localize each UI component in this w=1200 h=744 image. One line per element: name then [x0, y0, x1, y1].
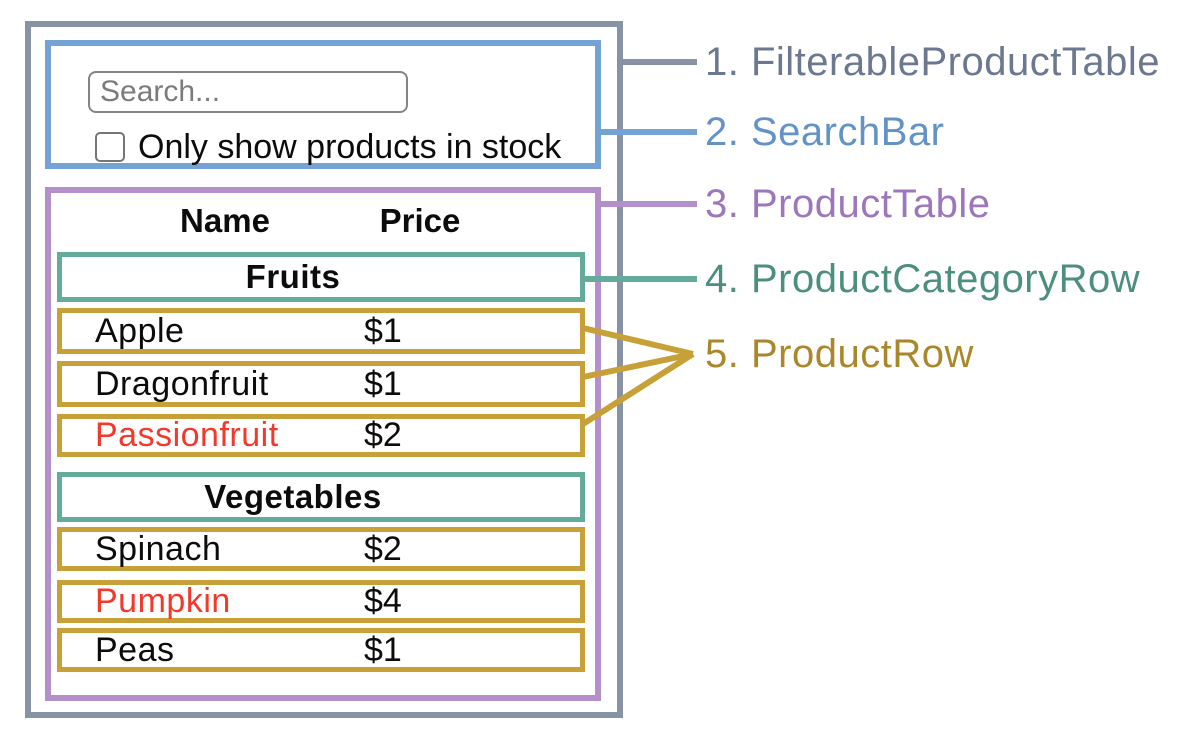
- in-stock-checkbox[interactable]: [95, 132, 125, 162]
- product-price: $1: [364, 364, 402, 403]
- category-row-vegetables: Vegetables: [57, 472, 585, 522]
- category-label: Vegetables: [204, 478, 382, 515]
- legend-label-product-category-row: 4. ProductCategoryRow: [705, 257, 1141, 301]
- search-input[interactable]: [88, 71, 408, 113]
- legend-label-product-row: 5. ProductRow: [705, 332, 974, 376]
- product-row-peas: Peas $1: [57, 628, 585, 672]
- product-name-out-of-stock: Passionfruit: [95, 416, 279, 454]
- product-name: Peas: [95, 630, 175, 669]
- legend-label-product-table: 3. ProductTable: [705, 182, 991, 226]
- product-price: $4: [364, 582, 402, 620]
- product-name: Apple: [95, 311, 185, 350]
- legend-label-search-bar: 2. SearchBar: [705, 110, 945, 154]
- product-name: Dragonfruit: [95, 364, 269, 403]
- product-name: Spinach: [95, 529, 222, 568]
- product-row-pumpkin: Pumpkin $4: [57, 580, 585, 623]
- in-stock-checkbox-label: Only show products in stock: [138, 128, 562, 166]
- price-column-header: Price: [379, 202, 461, 239]
- product-row-spinach: Spinach $2: [57, 527, 585, 571]
- product-row-dragonfruit: Dragonfruit $1: [57, 361, 585, 407]
- product-row-apple: Apple $1: [57, 308, 585, 354]
- product-name-out-of-stock: Pumpkin: [95, 582, 231, 620]
- category-label: Fruits: [245, 258, 341, 295]
- product-price: $2: [364, 416, 402, 454]
- category-row-fruits: Fruits: [57, 252, 585, 302]
- legend-label-filterable-product-table: 1. FilterableProductTable: [705, 40, 1160, 84]
- product-price: $1: [364, 630, 402, 669]
- product-row-passionfruit: Passionfruit $2: [57, 414, 585, 457]
- product-price: $2: [364, 529, 402, 568]
- name-column-header: Name: [180, 202, 270, 239]
- product-price: $1: [364, 311, 402, 350]
